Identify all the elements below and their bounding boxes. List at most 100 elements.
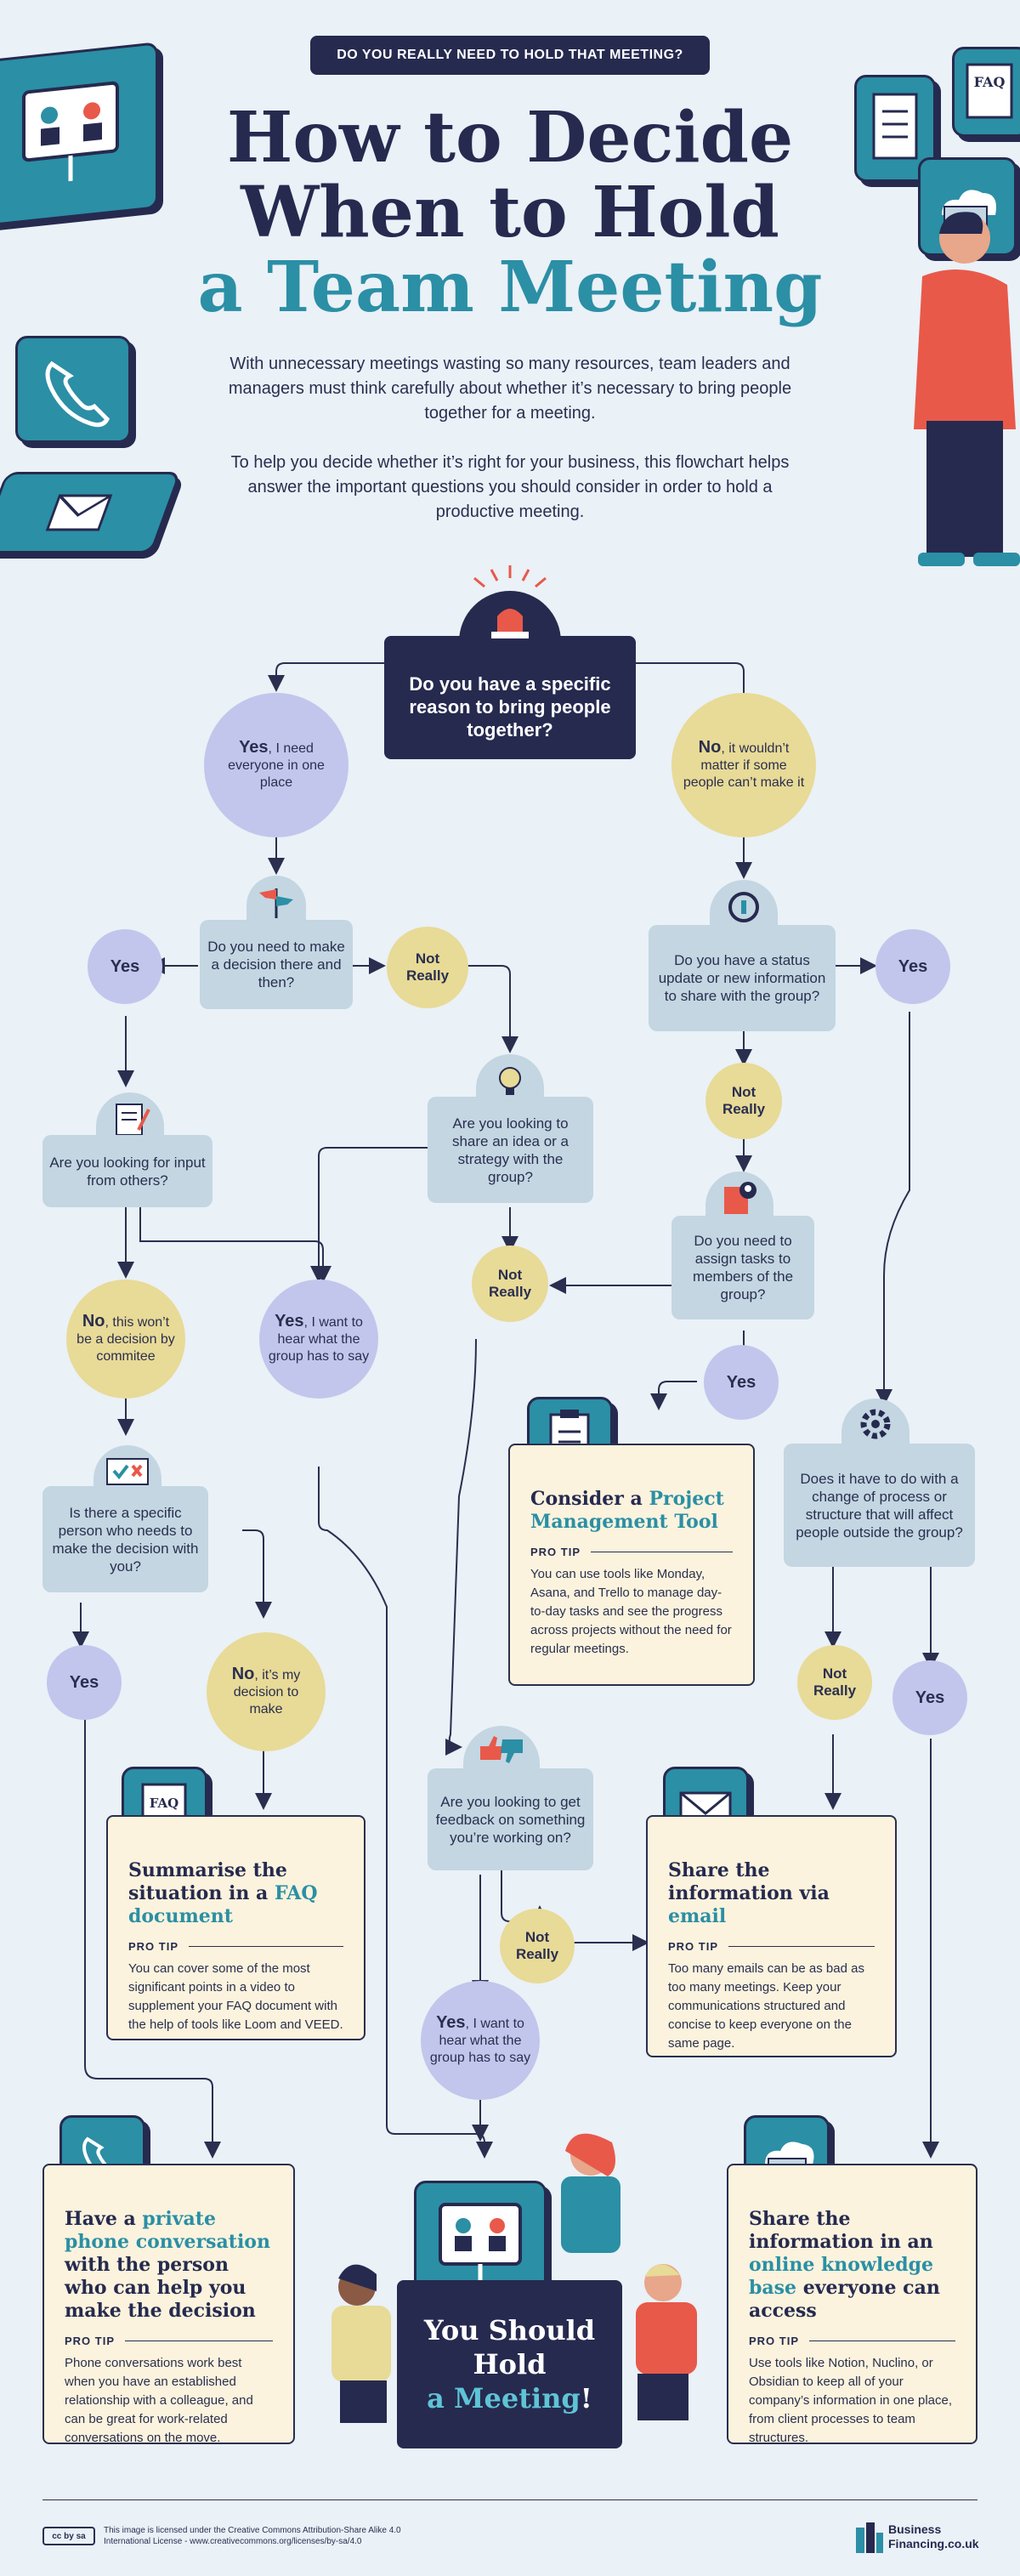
card-project-tool: Consider a Project Management Tool PRO T… <box>508 1444 755 1686</box>
presentation-icon <box>0 42 158 227</box>
card-kb-title-highlight: online knowledge base <box>749 2254 934 2299</box>
final-line-3-wrap: a Meeting! <box>397 2381 622 2415</box>
q-status: Do you have a status update or new infor… <box>649 925 836 1031</box>
q-assign: Do you need to assign tasks to members o… <box>672 1216 814 1319</box>
faq-icon: FAQ <box>952 47 1020 137</box>
card-phone: Have a private phone conversation with t… <box>42 2164 295 2445</box>
card-faq-title-highlight: FAQ document <box>128 1882 318 1927</box>
intro-paragraph-2: To help you decide whether it’s right fo… <box>230 453 790 521</box>
card-phone-title-highlight: private phone conversation <box>65 2208 270 2253</box>
card-faq-protip: PRO TIP <box>128 1940 343 1953</box>
q-feedback: Are you looking to get feedback on somet… <box>428 1768 593 1870</box>
circle-not-really-decision: Not Really <box>387 927 468 1008</box>
q-change: Does it have to do with a change of proc… <box>784 1444 975 1567</box>
circle-yes-hear-bottom: Yes, I want to hear what the group has t… <box>421 1981 540 2100</box>
circle-not-really-status: Not Really <box>706 1063 782 1139</box>
siren-icon <box>459 591 561 644</box>
circle-yes-change-label: Yes <box>915 1688 945 1707</box>
circle-yes-everyone-bold: Yes <box>239 738 269 757</box>
cc-license-badge: cc by sa <box>42 2527 95 2545</box>
card-faq-title: Summarise the situation in a FAQ documen… <box>128 1859 343 1928</box>
top-badge: DO YOU REALLY NEED TO HOLD THAT MEETING? <box>310 36 710 75</box>
business-financing-logo-icon <box>856 2522 883 2553</box>
circle-yes-status-label: Yes <box>898 957 928 976</box>
thinking-person-illustration <box>914 212 1020 566</box>
circle-yes-hear-top: Yes, I want to hear what the group has t… <box>259 1279 378 1399</box>
card-email-title-pre: Share the information via <box>668 1859 830 1904</box>
q-input: Are you looking for input from others? <box>42 1135 212 1207</box>
circle-no-matter: No, it wouldn’t matter if some people ca… <box>672 693 816 837</box>
brand-line-2: Financing.co.uk <box>888 2537 979 2550</box>
circle-yes-hear-bottom-text: , I want to hear what the group has to s… <box>429 2017 531 2065</box>
circle-no-committee-text: , this won’t be a decision by commitee <box>76 1315 175 1364</box>
circle-yes-change: Yes <box>892 1660 967 1735</box>
card-phone-title-pre: Have a <box>65 2208 143 2230</box>
circle-yes-assign: Yes <box>704 1345 779 1420</box>
card-project-body: You can use tools like Monday, Asana, an… <box>530 1567 732 1656</box>
title-line-2: When to Hold <box>241 172 779 253</box>
license-text: This image is licensed under the Creativ… <box>104 2526 401 2546</box>
circle-yes-hear-top-text: , I want to hear what the group has to s… <box>268 1315 370 1364</box>
card-faq-body: You can cover some of the most significa… <box>128 1961 343 2032</box>
final-line-2: Hold <box>473 2348 547 2380</box>
card-email-protip: PRO TIP <box>668 1940 875 1953</box>
card-project-title-pre: Consider a <box>530 1488 649 1510</box>
brand-name: Business Financing.co.uk <box>888 2522 979 2551</box>
flag-icon <box>246 876 306 922</box>
check-cross-icon <box>94 1445 162 1493</box>
q-specific: Is there a specific person who needs to … <box>42 1486 208 1592</box>
thumbs-icon <box>463 1726 540 1773</box>
card-knowledge-base: Share the information in an online knowl… <box>727 2164 978 2445</box>
cc-license-badge-text: cc by sa <box>52 2531 86 2541</box>
circle-yes-decision: Yes <box>88 929 162 1004</box>
final-line-3: a Meeting <box>427 2382 581 2414</box>
notepad-icon <box>96 1092 164 1140</box>
footer-divider <box>42 2499 978 2500</box>
card-kb-protip: PRO TIP <box>749 2335 955 2347</box>
circle-not-really-change: Not Really <box>797 1645 872 1720</box>
brand-line-1: Business <box>888 2522 942 2536</box>
card-email-body: Too many emails can be as bad as too man… <box>668 1961 864 2051</box>
circle-yes-specific: Yes <box>47 1645 122 1720</box>
card-kb-title-post: everyone can access <box>749 2277 940 2322</box>
card-kb-body: Use tools like Notion, Nuclino, or Obsid… <box>749 2356 953 2445</box>
assign-user-icon <box>706 1172 774 1219</box>
circle-no-mine-bold: No <box>231 1665 255 1683</box>
circle-yes-everyone-text: , I need everyone in one place <box>228 741 325 790</box>
q-decision: Do you need to make a decision there and… <box>200 920 353 1009</box>
card-project-title: Consider a Project Management Tool <box>530 1488 733 1534</box>
card-phone-title: Have a private phone conversation with t… <box>65 2208 273 2323</box>
card-faq: Summarise the situation in a FAQ documen… <box>106 1815 366 2040</box>
q-idea: Are you looking to share an idea or a st… <box>428 1097 593 1203</box>
circle-not-really-idea: Not Really <box>472 1245 548 1322</box>
card-phone-body: Phone conversations work best when you h… <box>65 2356 253 2445</box>
card-project-title-highlight: Project Management Tool <box>530 1488 724 1533</box>
circle-no-committee-bold: No <box>82 1312 105 1331</box>
circle-yes-hear-bottom-bold: Yes <box>436 2013 466 2032</box>
final-result-box: You Should Hold a Meeting! <box>397 2280 622 2448</box>
card-kb-title: Share the information in an online knowl… <box>749 2208 955 2323</box>
circle-yes-everyone: Yes, I need everyone in one place <box>204 693 348 837</box>
card-kb-title-pre: Share the information in an <box>749 2208 933 2253</box>
info-cycle-icon <box>710 880 778 928</box>
circle-no-mine: No, it’s my decision to make <box>207 1632 326 1751</box>
card-email-title-highlight: email <box>668 1905 727 1927</box>
card-email: Share the information via email PRO TIP … <box>646 1815 897 2057</box>
circle-no-matter-text: , it wouldn’t matter if some people can’… <box>683 741 805 790</box>
final-bang: ! <box>580 2382 592 2414</box>
svg-text:FAQ: FAQ <box>150 1796 178 1811</box>
title-line-3: a Team Meeting <box>197 247 823 328</box>
circle-yes-status: Yes <box>876 929 950 1004</box>
svg-text:FAQ: FAQ <box>974 74 1006 90</box>
intro-paragraph-1: With unnecessary meetings wasting so man… <box>228 355 792 423</box>
card-phone-title-post: with the person who can help you make th… <box>65 2254 256 2322</box>
card-project-protip: PRO TIP <box>530 1546 733 1558</box>
card-faq-title-pre: Summarise the situation in a <box>128 1859 287 1904</box>
card-email-title: Share the information via email <box>668 1859 875 1928</box>
circle-yes-specific-label: Yes <box>69 1673 99 1692</box>
start-question-text: Do you have a specific reason to bring p… <box>409 673 611 740</box>
circle-yes-assign-label: Yes <box>726 1373 756 1392</box>
phone-icon <box>15 336 131 443</box>
start-question-box: Do you have a specific reason to bring p… <box>384 636 636 759</box>
